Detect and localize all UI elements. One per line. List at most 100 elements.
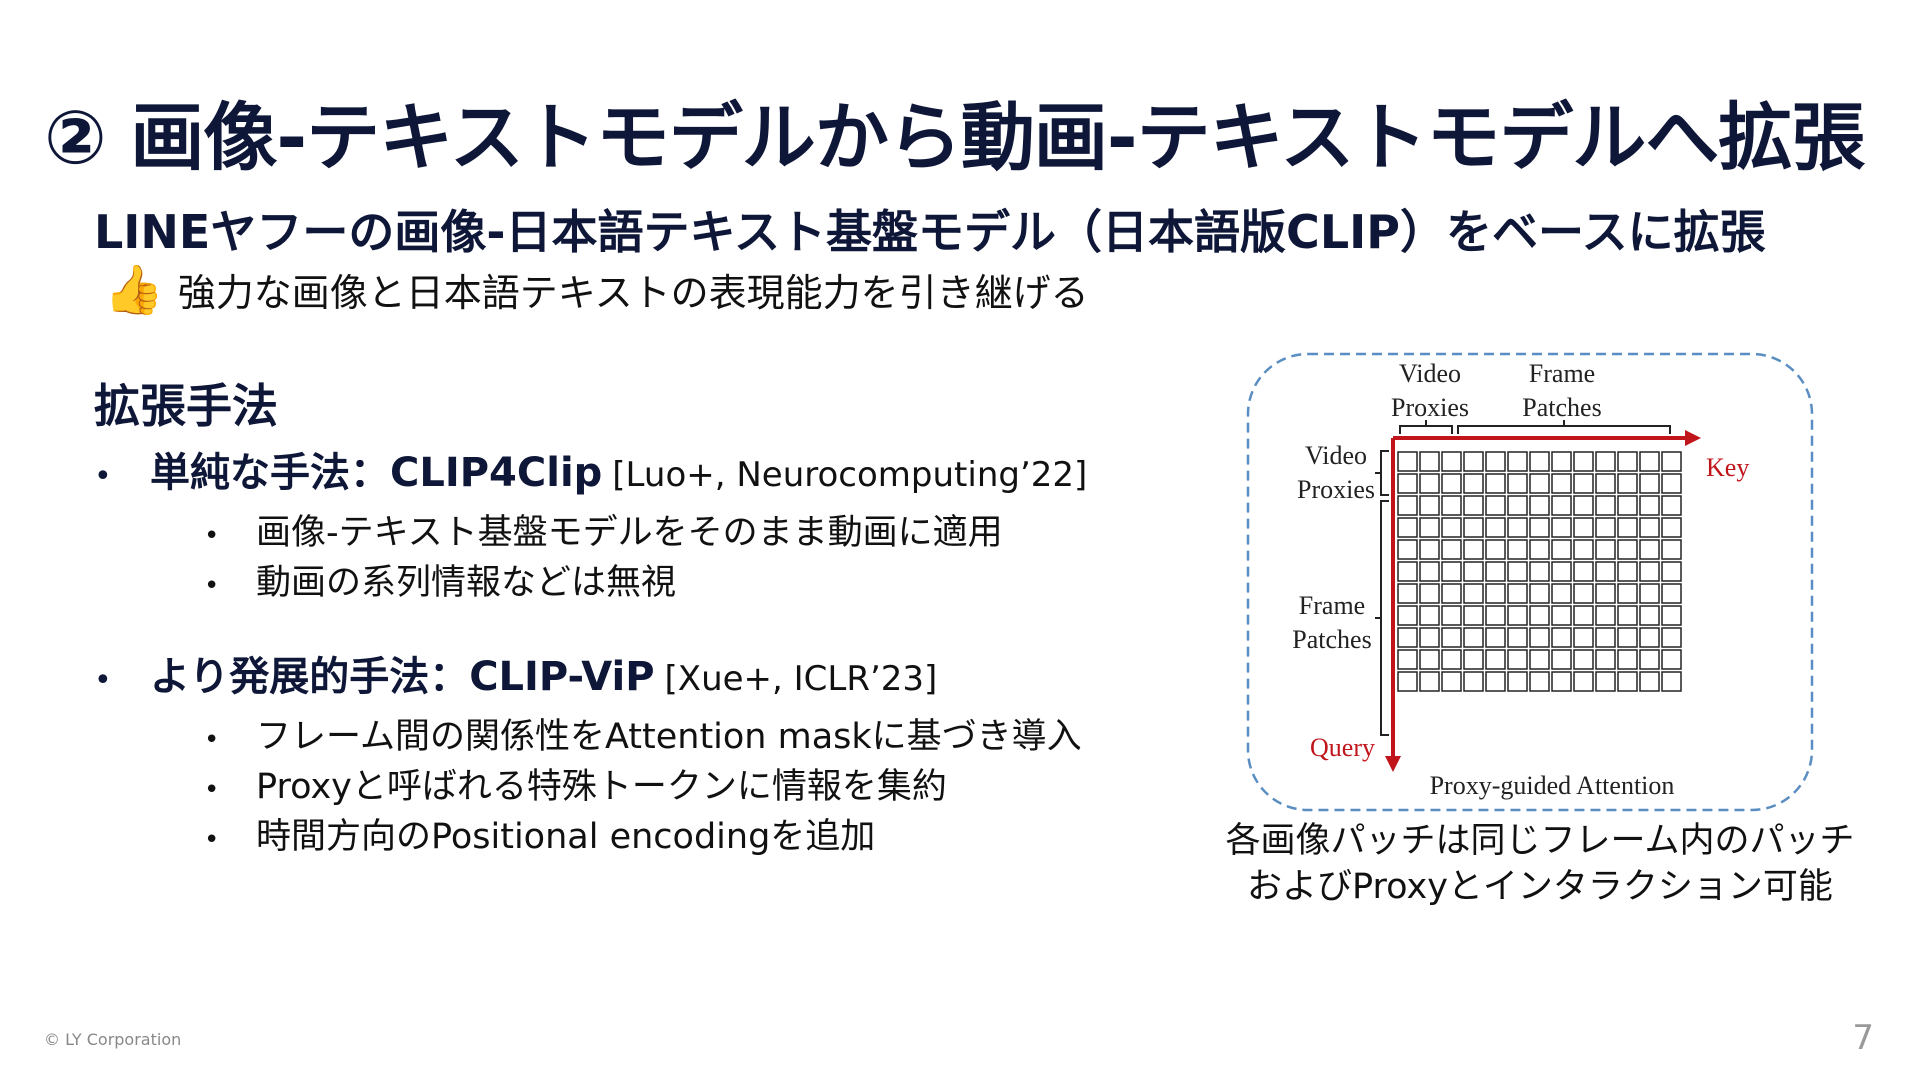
attention-cell — [1463, 517, 1484, 538]
method-item: • 単純な手法：CLIP4Clip [Luo+, Neurocomputing’… — [94, 440, 1174, 498]
sub-bullet-icon: • — [204, 825, 220, 855]
key-arrow-head — [1685, 430, 1701, 446]
attention-cell — [1551, 495, 1572, 516]
attention-cell — [1397, 583, 1418, 604]
attention-cell — [1617, 671, 1638, 692]
attention-cell — [1419, 517, 1440, 538]
method-points: •フレーム間の関係性をAttention maskに基づき導入 • Proxyと呼… — [94, 708, 1174, 858]
method-point: •フレーム間の関係性をAttention maskに基づき導入 — [204, 708, 1174, 758]
attention-cell — [1397, 627, 1418, 648]
attention-cell — [1573, 473, 1594, 494]
attention-cell — [1551, 583, 1572, 604]
attention-cell — [1617, 627, 1638, 648]
attention-cell — [1661, 561, 1682, 582]
attention-cell — [1419, 605, 1440, 626]
attention-cell — [1639, 539, 1660, 560]
attention-cell — [1595, 649, 1616, 670]
attention-cell — [1529, 605, 1550, 626]
method-reference: [Xue+, ICLR’23] — [664, 659, 938, 699]
attention-cell — [1507, 473, 1528, 494]
attention-cell — [1661, 473, 1682, 494]
method-title: 単純な手法：CLIP4Clip — [150, 450, 603, 496]
attention-cell — [1397, 473, 1418, 494]
attention-cell — [1441, 517, 1462, 538]
attention-cell — [1639, 473, 1660, 494]
attention-cell — [1661, 605, 1682, 626]
top-label-frame-patches-2: Patches — [1522, 393, 1601, 422]
attention-cell — [1507, 517, 1528, 538]
attention-cell — [1507, 495, 1528, 516]
attention-cell — [1551, 451, 1572, 472]
page-number: 7 — [1852, 1018, 1874, 1058]
attention-cell — [1551, 649, 1572, 670]
attention-cell — [1595, 473, 1616, 494]
top-label-video-proxies-2: Proxies — [1391, 393, 1469, 422]
attention-cell — [1617, 539, 1638, 560]
attention-cell — [1463, 539, 1484, 560]
attention-cell — [1661, 583, 1682, 604]
attention-cell — [1529, 473, 1550, 494]
attention-cell — [1485, 517, 1506, 538]
benefit-text: 強力な画像と日本語テキストの表現能力を引き継げる — [177, 271, 1089, 315]
attention-cell — [1573, 605, 1594, 626]
attention-cell — [1617, 517, 1638, 538]
grouping-braces — [1375, 420, 1671, 736]
attention-cell — [1485, 605, 1506, 626]
attention-cell — [1463, 649, 1484, 670]
method-reference: [Luo+, Neurocomputing’22] — [612, 455, 1088, 495]
attention-cell — [1661, 451, 1682, 472]
attention-cell — [1639, 451, 1660, 472]
attention-cell — [1573, 539, 1594, 560]
attention-cell — [1529, 583, 1550, 604]
attention-cell — [1661, 539, 1682, 560]
top-label-frame-patches-1: Frame — [1529, 359, 1595, 388]
attention-cell — [1595, 539, 1616, 560]
attention-cell — [1507, 451, 1528, 472]
attention-cell — [1551, 627, 1572, 648]
method-point-text: Proxyと呼ばれる特殊トークンに情報を集約 — [256, 767, 947, 807]
attention-cell — [1595, 451, 1616, 472]
attention-cell — [1419, 671, 1440, 692]
methods-list: • 単純な手法：CLIP4Clip [Luo+, Neurocomputing’… — [94, 440, 1174, 858]
attention-cell — [1507, 671, 1528, 692]
attention-cell — [1551, 539, 1572, 560]
attention-cell — [1463, 561, 1484, 582]
attention-cell — [1639, 561, 1660, 582]
left-label-frame-patches-2: Patches — [1292, 625, 1371, 654]
attention-cell — [1551, 473, 1572, 494]
attention-cell — [1639, 495, 1660, 516]
left-label-video-proxies-2: Proxies — [1297, 475, 1375, 504]
attention-cell — [1463, 605, 1484, 626]
attention-cell — [1661, 495, 1682, 516]
attention-cell — [1397, 451, 1418, 472]
bullet-icon: • — [94, 663, 112, 698]
attention-cell — [1529, 539, 1550, 560]
attention-cell — [1507, 561, 1528, 582]
attention-cell — [1485, 473, 1506, 494]
attention-cell — [1441, 561, 1462, 582]
attention-cell — [1639, 583, 1660, 604]
attention-cell — [1485, 451, 1506, 472]
method-point-text: フレーム間の関係性をAttention maskに基づき導入 — [256, 717, 1082, 757]
sub-bullet-icon: • — [204, 571, 220, 601]
attention-cell — [1463, 451, 1484, 472]
diagram-caption: 各画像パッチは同じフレーム内のパッチ およびProxyとインタラクション可能 — [1220, 818, 1860, 910]
attention-cell — [1419, 583, 1440, 604]
attention-cell — [1617, 583, 1638, 604]
attention-cell — [1595, 495, 1616, 516]
attention-cell — [1529, 627, 1550, 648]
attention-cell — [1639, 649, 1660, 670]
attention-grid — [1397, 451, 1682, 692]
attention-cell — [1551, 605, 1572, 626]
caption-line-1: 各画像パッチは同じフレーム内のパッチ — [1225, 821, 1855, 861]
top-label-video-proxies-1: Video — [1399, 359, 1461, 388]
method-point: •画像-テキスト基盤モデルをそのまま動画に適用 — [204, 504, 1174, 554]
attention-cell — [1485, 671, 1506, 692]
attention-cell — [1441, 649, 1462, 670]
attention-cell — [1507, 539, 1528, 560]
slide-subtitle: LINEヤフーの画像-日本語テキスト基盤モデル（日本語版CLIP）をベースに拡張 — [94, 205, 1766, 259]
attention-cell — [1573, 451, 1594, 472]
attention-cell — [1617, 649, 1638, 670]
attention-cell — [1397, 671, 1418, 692]
benefit-line: 👍 強力な画像と日本語テキストの表現能力を引き継げる — [104, 262, 1089, 317]
